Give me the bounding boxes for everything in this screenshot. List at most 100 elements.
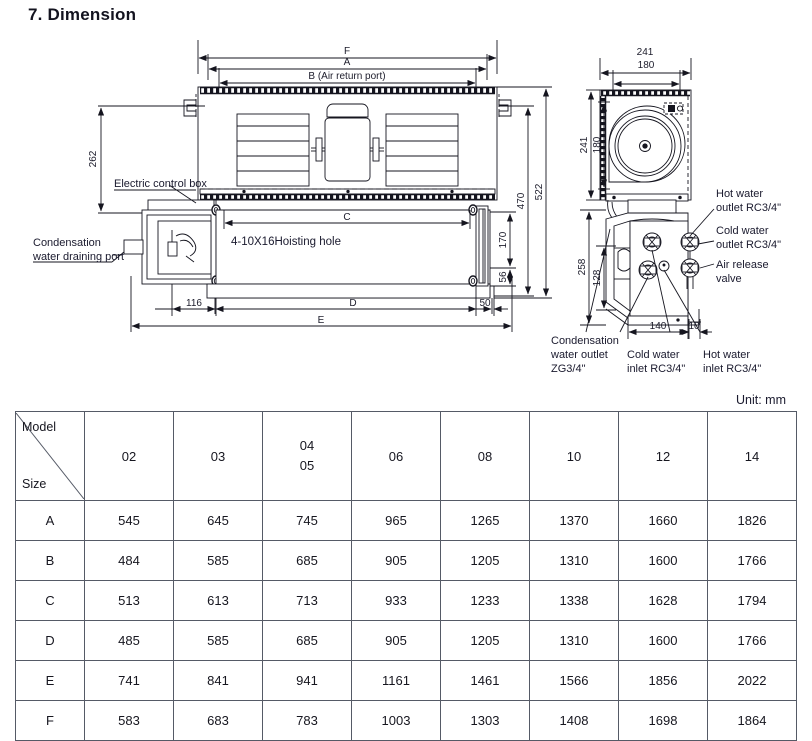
callout-hot-water-inlet-line1: Hot water [703, 349, 750, 361]
table-cell-E-col-06: 1161 [351, 660, 441, 701]
dim-label-140: 140 [650, 321, 667, 332]
callout-condensation-outlet-line2: water outlet [550, 349, 608, 361]
technical-drawing: F A B (Air return port) C D E 262 116 50… [0, 14, 812, 386]
table-cell-F-col-04-05: 783 [262, 700, 352, 741]
table-cell-C-col-10: 1338 [529, 580, 619, 621]
dim-470 [494, 105, 534, 297]
table-cell-B-col-02: 484 [84, 540, 174, 581]
table-cell-A-col-10: 1370 [529, 500, 619, 541]
col-header-line2: 05 [299, 458, 315, 473]
dim-241-w [599, 58, 692, 80]
dim-label-A: A [344, 57, 351, 68]
table-cell-B-col-14: 1766 [707, 540, 797, 581]
dim-180-h [598, 101, 610, 190]
table-cell-D-col-03: 585 [173, 620, 263, 661]
dim-E [130, 276, 513, 332]
dim-label-50: 50 [479, 298, 491, 309]
callout-air-release-valve-line2: valve [716, 273, 742, 285]
table-col-header-col-02: 02 [84, 411, 174, 501]
callout-hoisting-hole: 4-10X16Hoisting hole [231, 236, 341, 248]
callout-hot-water-outlet-line2: outlet RC3/4" [716, 202, 781, 214]
dim-180-w [612, 70, 681, 90]
table-cell-A-col-08: 1265 [440, 500, 530, 541]
dim-label-10: 10 [688, 321, 700, 332]
table-cell-C-col-04-05: 713 [262, 580, 352, 621]
table-cell-D-col-10: 1310 [529, 620, 619, 661]
table-cell-C-col-02: 513 [84, 580, 174, 621]
table-cell-E-col-10: 1566 [529, 660, 619, 701]
table-cell-D-col-04-05: 685 [262, 620, 352, 661]
table-cell-B-col-06: 905 [351, 540, 441, 581]
table-cell-B-col-03: 585 [173, 540, 263, 581]
dim-label-56: 56 [498, 271, 509, 283]
dim-label-470: 470 [516, 192, 527, 209]
table-cell-D-col-06: 905 [351, 620, 441, 661]
dim-56 [490, 267, 516, 287]
table-cell-A-col-04-05: 745 [262, 500, 352, 541]
dim-label-258-h: 258 [577, 258, 588, 275]
dim-258-h [580, 209, 606, 326]
table-cell-E-col-12: 1856 [618, 660, 708, 701]
table-cell-F-col-10: 1408 [529, 700, 619, 741]
table-row-header-C: C [15, 580, 85, 621]
table-cell-B-col-10: 1310 [529, 540, 619, 581]
table-cell-F-col-02: 583 [84, 700, 174, 741]
callout-electric-control-box: Electric control box [114, 178, 207, 190]
table-row-header-E: E [15, 660, 85, 701]
callout-cold-water-inlet-line2: inlet RC3/4" [627, 363, 685, 375]
table-cell-A-col-03: 645 [173, 500, 263, 541]
table-cell-F-col-12: 1698 [618, 700, 708, 741]
dim-262 [97, 105, 205, 214]
table-row-header-B: B [15, 540, 85, 581]
dim-241-h [586, 89, 600, 201]
table-cell-C-col-12: 1628 [618, 580, 708, 621]
valve-hot-outlet [680, 232, 700, 252]
table-cell-C-col-06: 933 [351, 580, 441, 621]
table-col-header-col-12: 12 [618, 411, 708, 501]
table-col-header-col-08: 08 [440, 411, 530, 501]
corner-label-size: Size [22, 477, 47, 491]
table-cell-F-col-08: 1303 [440, 700, 530, 741]
table-cell-E-col-14: 2022 [707, 660, 797, 701]
callout-condensation-drain-line2: water draining port [32, 251, 124, 263]
table-cell-F-col-14: 1864 [707, 700, 797, 741]
dim-label-128-h: 128 [592, 269, 603, 286]
dim-140 [627, 316, 689, 339]
table-cell-E-col-03: 841 [173, 660, 263, 701]
table-cell-E-col-04-05: 941 [262, 660, 352, 701]
table-col-header-col-03: 03 [173, 411, 263, 501]
dim-F [197, 40, 498, 74]
corner-label-model: Model [22, 420, 57, 434]
valve-cold-inlet [642, 232, 662, 252]
dim-label-262: 262 [88, 150, 99, 167]
table-col-header-col-14: 14 [707, 411, 797, 501]
callout-air-release-valve-line1: Air release [716, 259, 769, 271]
callout-cold-water-inlet-line1: Cold water [627, 349, 680, 361]
dimension-page: 7. Dimension [0, 5, 812, 741]
callout-hot-water-outlet-line1: Hot water [716, 188, 763, 200]
table-cell-A-col-14: 1826 [707, 500, 797, 541]
callout-hot-water-inlet-line2: inlet RC3/4" [703, 363, 761, 375]
dim-522 [494, 86, 552, 299]
table-cell-F-col-06: 1003 [351, 700, 441, 741]
valve-cold-outlet [680, 258, 700, 278]
dim-label-F: F [344, 46, 350, 57]
callout-cold-water-outlet-line1: Cold water [716, 225, 769, 237]
dim-label-C: C [343, 212, 350, 223]
page-title: 7. Dimension [28, 5, 137, 24]
table-col-header-col-06: 06 [351, 411, 441, 501]
table-cell-D-col-12: 1600 [618, 620, 708, 661]
table-cell-E-col-08: 1461 [440, 660, 530, 701]
unit-label: Unit: mm [736, 393, 786, 407]
table-cell-A-col-02: 545 [84, 500, 174, 541]
callout-condensation-outlet-line3: ZG3/4" [551, 363, 586, 375]
table-cell-D-col-02: 485 [84, 620, 174, 661]
